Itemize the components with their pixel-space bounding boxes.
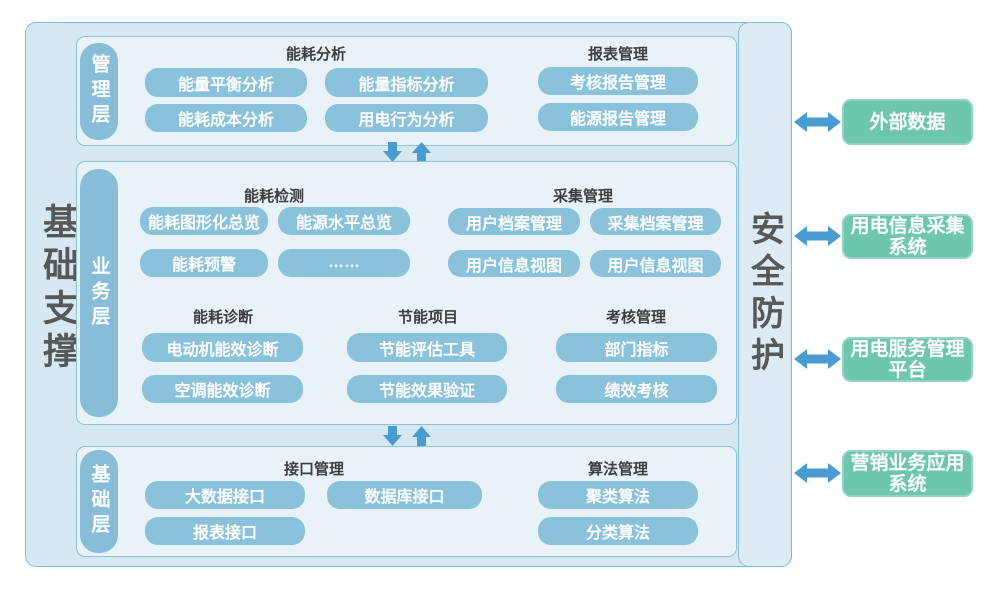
section-title-assessment-management: 考核管理	[605, 309, 666, 326]
security-protection-bar: 安全防护	[738, 22, 792, 567]
layer-tab-management-label: 管理层	[88, 54, 110, 129]
external-system-label-line: 系统	[888, 473, 927, 495]
module-button: 聚类算法	[538, 481, 698, 509]
section-title-report-management: 报表管理	[587, 46, 648, 63]
section-title-collection-management: 采集管理	[552, 188, 613, 205]
pillar-label-foundation-support: 基础支撑	[38, 203, 79, 375]
module-button: 绩效考核	[556, 375, 717, 403]
module-button: 空调能效诊断	[142, 375, 303, 403]
external-system-label-line: 平台	[888, 359, 927, 381]
external-system-label-line: 外部数据	[869, 111, 946, 133]
flow-up-arrow-icon	[412, 142, 431, 162]
module-button: 节能效果验证	[347, 375, 507, 403]
section-title-algorithm-management: 算法管理	[587, 461, 648, 478]
layer-tab-business-label: 业务层	[88, 255, 110, 331]
external-system-label-line: 用电信息采集	[850, 215, 965, 237]
external-system-marketing-application: 营销业务应用 系统	[842, 450, 973, 497]
external-system-label-line: 营销业务应用	[850, 452, 965, 474]
layer-tab-base-label: 基础层	[88, 464, 110, 539]
module-button: 电动机能效诊断	[142, 333, 303, 362]
external-system-label-line: 用电服务管理	[850, 338, 965, 360]
external-system-label-line: 系统	[888, 236, 927, 258]
flow-down-arrow-icon	[383, 142, 402, 162]
module-button: 大数据接口	[145, 481, 305, 509]
module-button: 能耗预警	[140, 249, 268, 277]
flow-up-arrow-icon	[412, 426, 431, 446]
bidirectional-arrow-icon	[794, 226, 841, 246]
bidirectional-arrow-icon	[794, 349, 841, 369]
pillar-label-security-protection: 安全防护	[745, 210, 784, 379]
section-title-energy-diagnosis: 能耗诊断	[192, 309, 253, 326]
module-button: 用户档案管理	[448, 208, 580, 235]
module-button: 考核报告管理	[538, 67, 698, 95]
module-button: 用户信息视图	[448, 250, 580, 277]
module-button: ……	[278, 249, 410, 277]
module-button: 能源水平总览	[278, 207, 410, 235]
module-button: 节能评估工具	[347, 333, 507, 362]
module-button: 分类算法	[538, 517, 698, 545]
module-button: 能量指标分析	[325, 68, 488, 97]
section-title-interface-management: 接口管理	[283, 461, 344, 478]
section-title-energy-analysis: 能耗分析	[285, 46, 346, 63]
external-system-power-service-platform: 用电服务管理 平台	[842, 337, 973, 382]
module-button: 数据库接口	[327, 481, 482, 509]
layer-tab-business: 业务层	[80, 169, 118, 417]
module-button: 能耗成本分析	[145, 104, 307, 132]
module-button: 用电行为分析	[325, 104, 488, 132]
module-button: 报表接口	[145, 517, 305, 545]
layer-tab-management: 管理层	[80, 43, 118, 140]
module-button: 能量平衡分析	[145, 68, 307, 97]
section-title-energy-monitoring: 能耗检测	[243, 188, 304, 205]
external-system-power-info-collection: 用电信息采集 系统	[842, 214, 973, 259]
module-button: 能耗图形化总览	[140, 207, 268, 235]
layer-tab-base: 基础层	[80, 450, 118, 553]
module-button: 用户信息视图	[590, 250, 721, 277]
external-system-external-data: 外部数据	[842, 99, 973, 145]
module-button: 能源报告管理	[538, 103, 698, 131]
module-button: 部门指标	[556, 333, 717, 362]
bidirectional-arrow-icon	[794, 463, 841, 483]
section-title-energy-saving-projects: 节能项目	[397, 309, 458, 326]
bidirectional-arrow-icon	[794, 112, 841, 132]
module-button: 采集档案管理	[590, 208, 721, 235]
flow-down-arrow-icon	[383, 426, 402, 446]
